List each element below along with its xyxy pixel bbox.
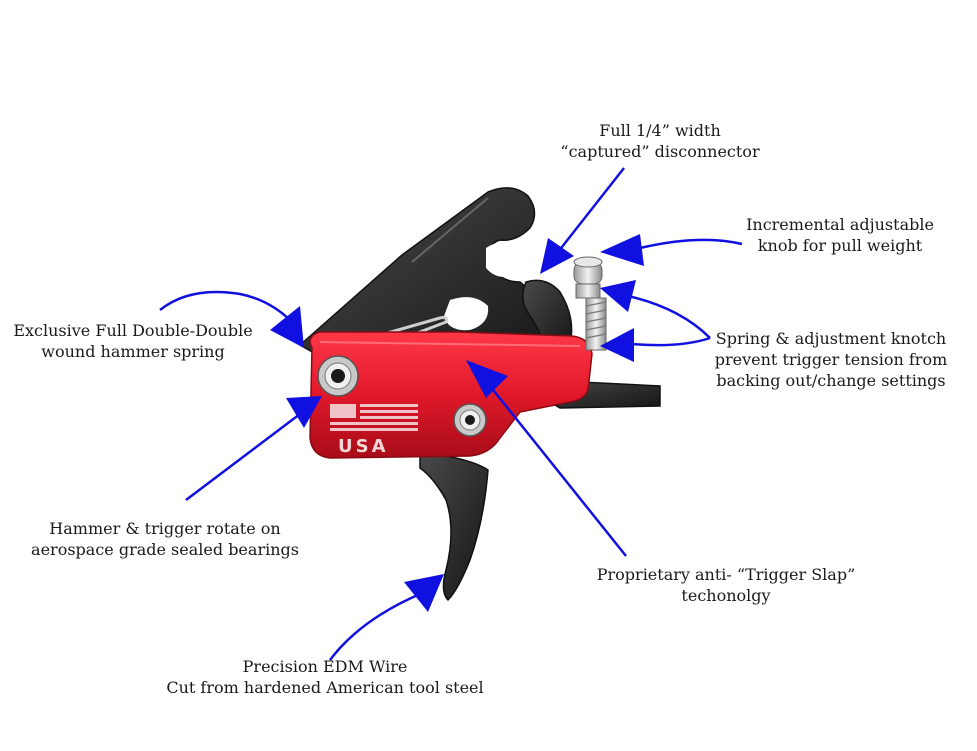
arrow-edm [329, 592, 421, 661]
callout-text: backing out/change settings [716, 371, 946, 390]
callout-text: wound hammer spring [41, 342, 225, 361]
bearing-left [317, 355, 359, 397]
hammer-notch [444, 297, 489, 331]
arrowhead-knotch-upper [600, 280, 636, 312]
arrow-bearings [185, 413, 301, 501]
arrowhead-knotch-lower [600, 328, 634, 362]
trigger-blade [419, 451, 489, 602]
hammer-spring-wire [334, 316, 448, 354]
callout-text: Hammer & trigger rotate on [49, 519, 281, 538]
adjustment-knob [573, 256, 607, 351]
callout-text: Exclusive Full Double-Double [13, 321, 253, 340]
callout-text: Full 1/4” width [599, 121, 721, 140]
callout-text: aerospace grade sealed bearings [31, 540, 299, 559]
arrowhead-hammer-spring [270, 306, 304, 348]
callout-text: Incremental adjustable [746, 215, 934, 234]
callout-text: “captured” disconnector [560, 142, 760, 161]
arrow-trigger-slap [489, 385, 627, 557]
callout-text: Cut from hardened American tool steel [166, 678, 484, 697]
arrow-knotch-upper [627, 294, 711, 339]
usa-engraving-text: USA [338, 436, 389, 457]
callout-knob: Incremental adjustable knob for pull wei… [740, 214, 940, 256]
arrow-disconnector [557, 167, 625, 253]
callout-text: Spring & adjustment knotch [715, 329, 947, 348]
arrowhead-trigger-slap [466, 360, 508, 398]
hammer-notch [486, 242, 526, 277]
callout-text: Precision EDM Wire [242, 657, 408, 676]
callout-text: techonolgy [681, 586, 771, 605]
arrowhead-knob [600, 234, 644, 266]
arrow-hammer-spring [159, 290, 293, 323]
callout-bearings: Hammer & trigger rotate on aerospace gra… [20, 518, 310, 560]
callout-hammer-spring: Exclusive Full Double-Double wound hamme… [8, 320, 258, 362]
callout-text: knob for pull weight [757, 236, 923, 255]
callout-text: prevent trigger tension from [714, 350, 948, 369]
bearing-right [453, 403, 487, 437]
callout-trigger-slap: Proprietary anti- “Trigger Slap” techono… [586, 564, 866, 606]
arrowhead-disconnector [540, 238, 574, 274]
callout-knotch: Spring & adjustment knotch prevent trigg… [706, 328, 956, 391]
callout-disconnector: Full 1/4” width “captured” disconnector [540, 120, 780, 162]
arrow-knotch-lower [631, 336, 711, 347]
callout-edm: Precision EDM Wire Cut from hardened Ame… [150, 656, 500, 698]
arrowhead-bearings [286, 396, 322, 428]
red-housing [309, 331, 593, 459]
arrow-knob [639, 238, 743, 250]
usa-flag-engraving [330, 404, 418, 431]
callout-text: Proprietary anti- “Trigger Slap” [596, 565, 856, 584]
arrowhead-edm [404, 574, 444, 612]
